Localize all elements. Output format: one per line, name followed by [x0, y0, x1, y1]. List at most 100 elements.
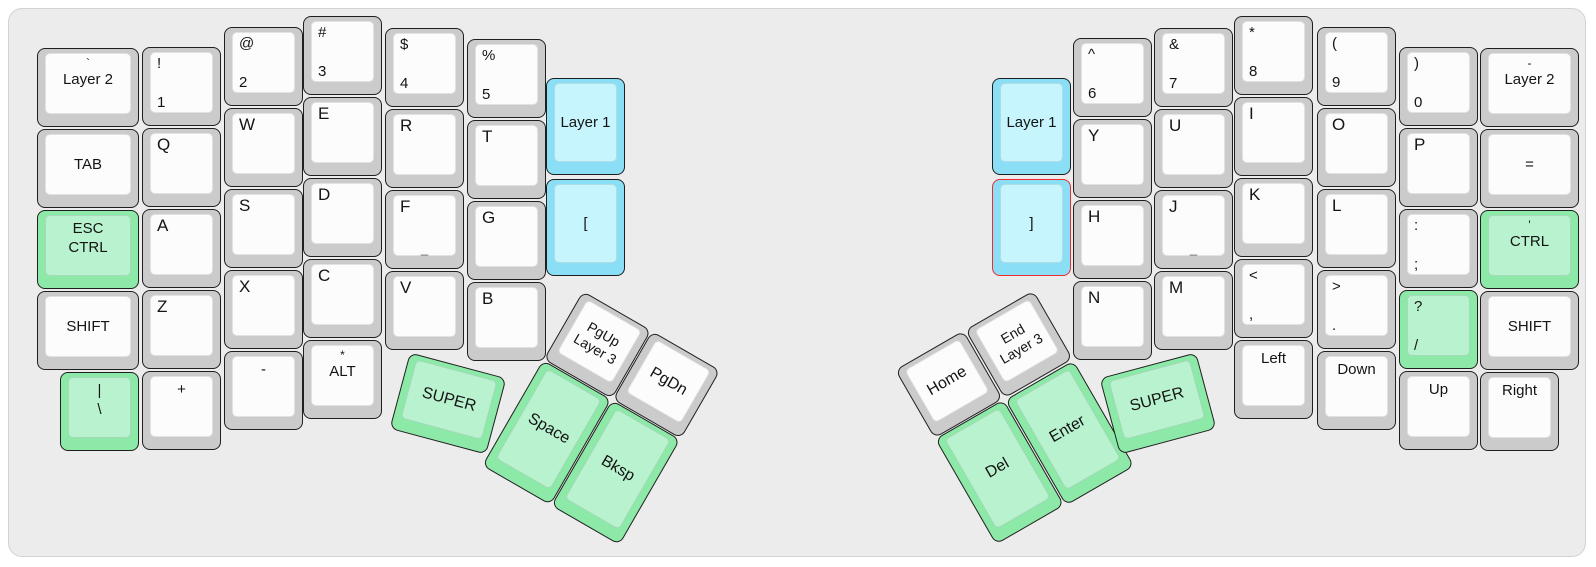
key-l-g[interactable]: G	[467, 201, 546, 280]
keycap-top: P	[1407, 133, 1470, 194]
key-l-pipe-backslash[interactable]: |\	[60, 372, 139, 451]
key-l-t[interactable]: T	[467, 120, 546, 199]
key-r-comma[interactable]: <,	[1234, 259, 1313, 338]
key-l-x[interactable]: X	[224, 270, 303, 349]
key-r-i[interactable]: I	[1234, 97, 1313, 176]
key-l-plus[interactable]: +	[142, 371, 221, 450]
key-legend: /	[1414, 337, 1419, 354]
keycap-top: &7	[1162, 33, 1225, 94]
key-l-e[interactable]: E	[303, 97, 382, 176]
key-r-slash[interactable]: ?/	[1399, 290, 1478, 369]
key-l-r[interactable]: R	[385, 109, 464, 188]
key-legend: G	[482, 208, 496, 227]
key-legend-stack: |\	[97, 382, 102, 418]
key-legend: B	[482, 289, 494, 308]
keycap-top: J_	[1162, 195, 1225, 256]
key-l-d[interactable]: D	[303, 178, 382, 257]
key-legend: !	[157, 55, 162, 72]
keycap-top: ?/	[1407, 295, 1470, 356]
key-l-v[interactable]: V	[385, 271, 464, 350]
key-r-rbracket[interactable]: ]	[992, 179, 1071, 276]
keycap-top: `Layer 2	[45, 53, 131, 114]
key-r-8[interactable]: *8	[1234, 16, 1313, 95]
key-r-9[interactable]: (9	[1317, 27, 1396, 106]
key-r-quote-ctrl[interactable]: 'CTRL	[1480, 210, 1579, 289]
keycap-top: -Layer 2	[1488, 53, 1571, 114]
key-r-period[interactable]: >.	[1317, 270, 1396, 349]
key-legend: 0	[1414, 94, 1423, 111]
key-legend-stack: -	[261, 361, 266, 378]
key-l-3[interactable]: #3	[303, 16, 382, 95]
keycap-top: C	[311, 264, 374, 325]
key-l-shift[interactable]: SHIFT	[37, 291, 139, 370]
key-legend-stack: +	[177, 381, 186, 398]
key-l-q[interactable]: Q	[142, 128, 221, 207]
key-legend-stack: Right	[1501, 382, 1538, 399]
key-l-f[interactable]: F_	[385, 190, 464, 269]
key-l-2[interactable]: @2	[224, 27, 303, 106]
key-l-1[interactable]: !1	[142, 47, 221, 126]
key-r-right[interactable]: Right	[1480, 372, 1559, 451]
keycap-top: <,	[1242, 264, 1305, 325]
key-l-c[interactable]: C	[303, 259, 382, 338]
key-l-minus[interactable]: -	[224, 351, 303, 430]
keycap-top: Up	[1407, 376, 1470, 437]
key-legend: S	[239, 196, 251, 215]
keycap-top: R	[393, 114, 456, 175]
key-l-w[interactable]: W	[224, 108, 303, 187]
keycap-top: )0	[1407, 52, 1470, 113]
key-l-b[interactable]: B	[467, 282, 546, 361]
key-legend-center: SHIFT	[1507, 317, 1552, 335]
key-l-5[interactable]: %5	[467, 39, 546, 118]
key-r-down[interactable]: Down	[1317, 351, 1396, 430]
key-r-u[interactable]: U	[1154, 109, 1233, 188]
key-l-s[interactable]: S	[224, 189, 303, 268]
key-r-y[interactable]: Y	[1073, 119, 1152, 198]
key-r-semicolon[interactable]: :;	[1399, 209, 1478, 288]
key-l-ast-alt[interactable]: *ALT	[303, 340, 382, 419]
key-legend: 4	[400, 75, 409, 92]
key-l-z[interactable]: Z	[142, 290, 221, 369]
key-r-minus-layer2[interactable]: -Layer 2	[1480, 48, 1579, 127]
key-r-h[interactable]: H	[1073, 200, 1152, 279]
key-r-layer1[interactable]: Layer 1	[992, 78, 1071, 175]
key-r-left[interactable]: Left	[1234, 340, 1313, 419]
key-l-lbracket[interactable]: [	[546, 179, 625, 276]
keycap-top: O	[1325, 113, 1388, 174]
keycap-top: Q	[150, 133, 213, 194]
key-legend: X	[239, 277, 251, 296]
key-r-equals[interactable]: =	[1480, 129, 1579, 208]
keycap-top: *8	[1242, 21, 1305, 82]
keycap-top: Z	[150, 295, 213, 356]
key-r-n[interactable]: N	[1073, 281, 1152, 360]
key-legend: )	[1414, 55, 1419, 72]
key-legend-center: SUPER	[1128, 383, 1186, 415]
key-r-6[interactable]: ^6	[1073, 38, 1152, 117]
key-r-up[interactable]: Up	[1399, 371, 1478, 450]
key-l-4[interactable]: $4	[385, 28, 464, 107]
keycap-top: @2	[232, 32, 295, 93]
key-r-j[interactable]: J_	[1154, 190, 1233, 269]
key-r-0[interactable]: )0	[1399, 47, 1478, 126]
key-r-p[interactable]: P	[1399, 128, 1478, 207]
key-legend: _	[1189, 241, 1198, 256]
key-r-o[interactable]: O	[1317, 108, 1396, 187]
key-legend: 9	[1332, 74, 1341, 91]
key-l-grave-layer2[interactable]: `Layer 2	[37, 48, 139, 127]
key-l-a[interactable]: A	[142, 209, 221, 288]
key-l-layer1[interactable]: Layer 1	[546, 78, 625, 175]
key-legend: 2	[239, 74, 248, 91]
keycap-top: >.	[1325, 275, 1388, 336]
key-r-shift[interactable]: SHIFT	[1480, 291, 1579, 370]
key-r-7[interactable]: &7	[1154, 28, 1233, 107]
key-r-m[interactable]: M	[1154, 271, 1233, 350]
key-l-tab[interactable]: TAB	[37, 129, 139, 208]
key-legend: C	[318, 266, 331, 285]
key-legend-center: Layer 1	[560, 113, 611, 131]
key-legend-center: SHIFT	[66, 317, 110, 335]
key-legend-stack: *ALT	[329, 348, 356, 381]
key-r-k[interactable]: K	[1234, 178, 1313, 257]
key-r-l[interactable]: L	[1317, 189, 1396, 268]
